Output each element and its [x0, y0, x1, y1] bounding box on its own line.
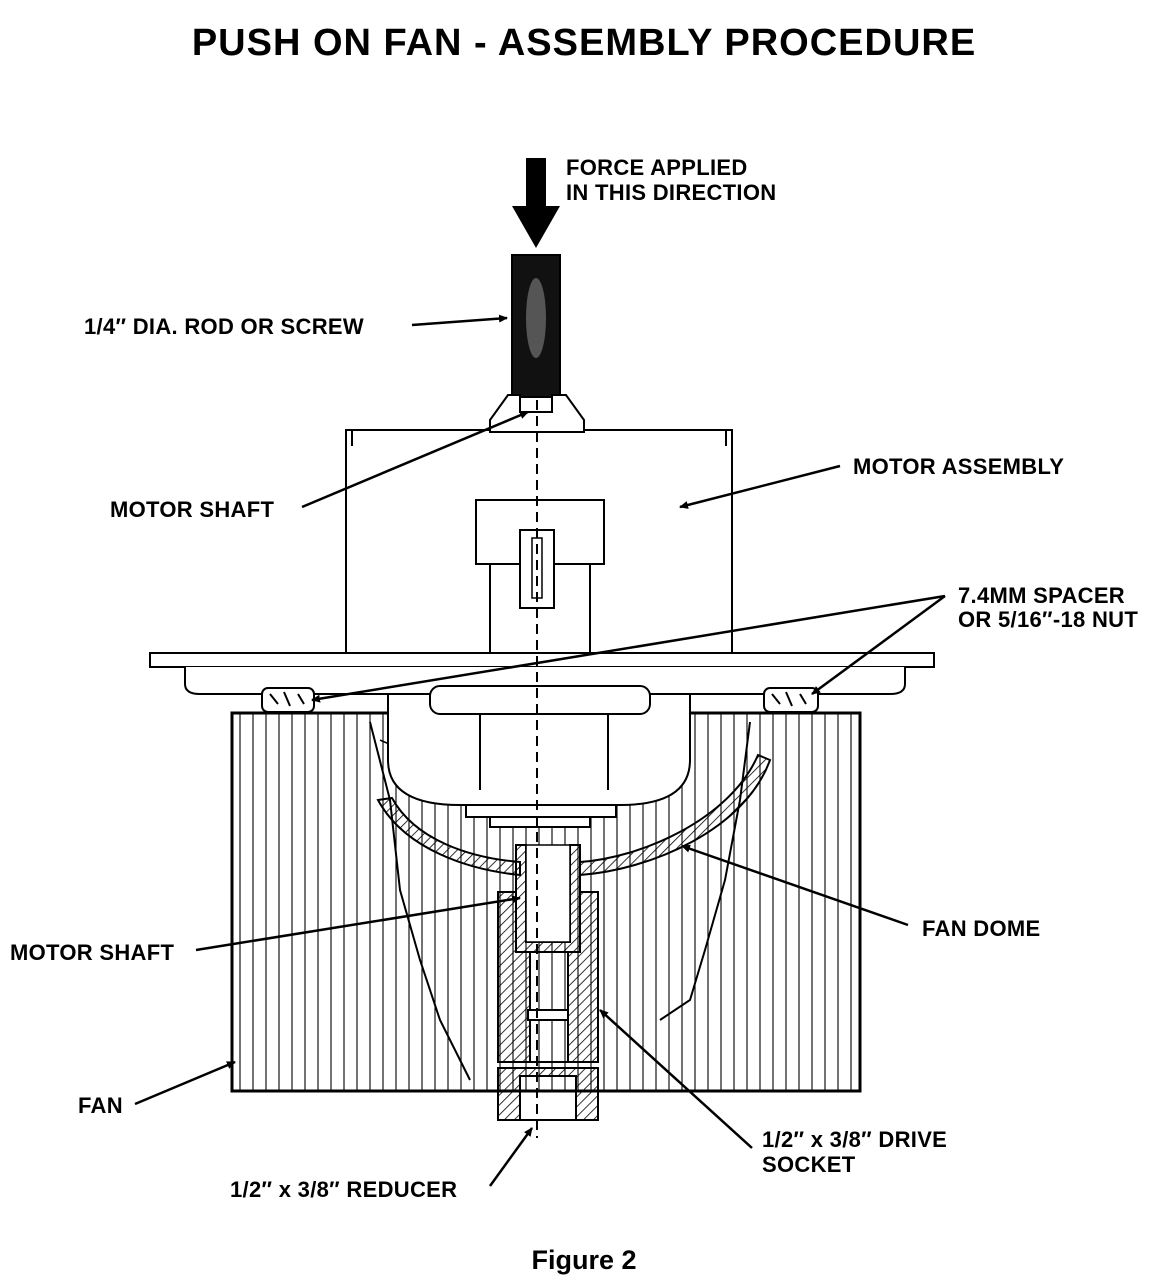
fan-dome-label: FAN DOME — [922, 916, 1041, 941]
drive-socket-label-line1: 1/2″ x 3/8″ DRIVE — [762, 1127, 948, 1152]
motor-shaft-top-label: MOTOR SHAFT — [110, 497, 275, 522]
motor-assembly — [345, 394, 733, 657]
motor-assembly-label: MOTOR ASSEMBLY — [853, 454, 1065, 479]
fan-label: FAN — [78, 1093, 123, 1118]
spacer-right — [763, 687, 819, 713]
force-label-line2: IN THIS DIRECTION — [566, 180, 777, 205]
spacer-left — [261, 687, 315, 713]
spacer-label-line1: 7.4MM SPACER — [958, 583, 1125, 608]
page-title: PUSH ON FAN - ASSEMBLY PROCEDURE — [191, 22, 977, 64]
spacer-label-line2: OR 5/16″-18 NUT — [958, 607, 1139, 632]
reducer-label: 1/2″ x 3/8″ REDUCER — [230, 1177, 458, 1202]
rod — [511, 254, 561, 398]
motor-shaft-bottom-label: MOTOR SHAFT — [10, 940, 175, 965]
rod-label: 1/4″ DIA. ROD OR SCREW — [84, 314, 364, 339]
leader-lines — [134, 314, 946, 1187]
motor-lower — [387, 685, 691, 828]
force-arrow-icon — [512, 158, 560, 248]
hub — [515, 844, 581, 953]
mounting-plate — [149, 652, 935, 695]
reducer — [497, 1067, 599, 1121]
drive-socket — [497, 891, 599, 1063]
drive-socket-label-line2: SOCKET — [762, 1152, 856, 1177]
force-label-line1: FORCE APPLIED — [566, 155, 748, 180]
figure-caption: Figure 2 — [531, 1245, 637, 1275]
